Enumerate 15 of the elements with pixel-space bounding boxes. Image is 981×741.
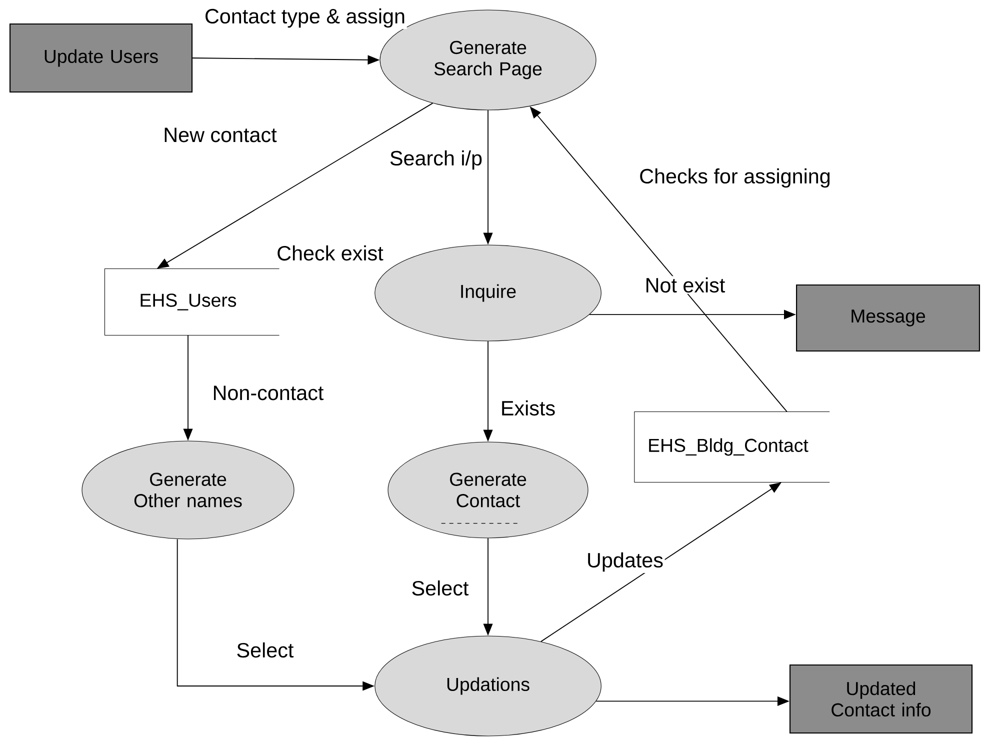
edge-label: Non-contact	[210, 384, 326, 402]
edge-label: Search i/p	[388, 149, 484, 171]
data-store: EHS_Users	[104, 268, 280, 336]
external-entity-box: Message	[796, 284, 980, 352]
edge-label: Checks for assigning	[638, 167, 832, 189]
edge-label: Select	[410, 579, 470, 597]
data-store: EHS_Bldg_Contact	[634, 411, 830, 483]
edge-label: Updates	[585, 551, 665, 573]
external-entity-box: Updated Contact info	[789, 664, 973, 734]
edge-label: Select	[234, 641, 296, 659]
edge-label: Not exist	[643, 276, 727, 294]
edge-label: Exists	[499, 399, 557, 417]
edge-label: Contact type & assign	[203, 7, 407, 29]
edge-label: New contact	[162, 126, 278, 144]
external-entity-box: Update Users	[9, 23, 193, 93]
